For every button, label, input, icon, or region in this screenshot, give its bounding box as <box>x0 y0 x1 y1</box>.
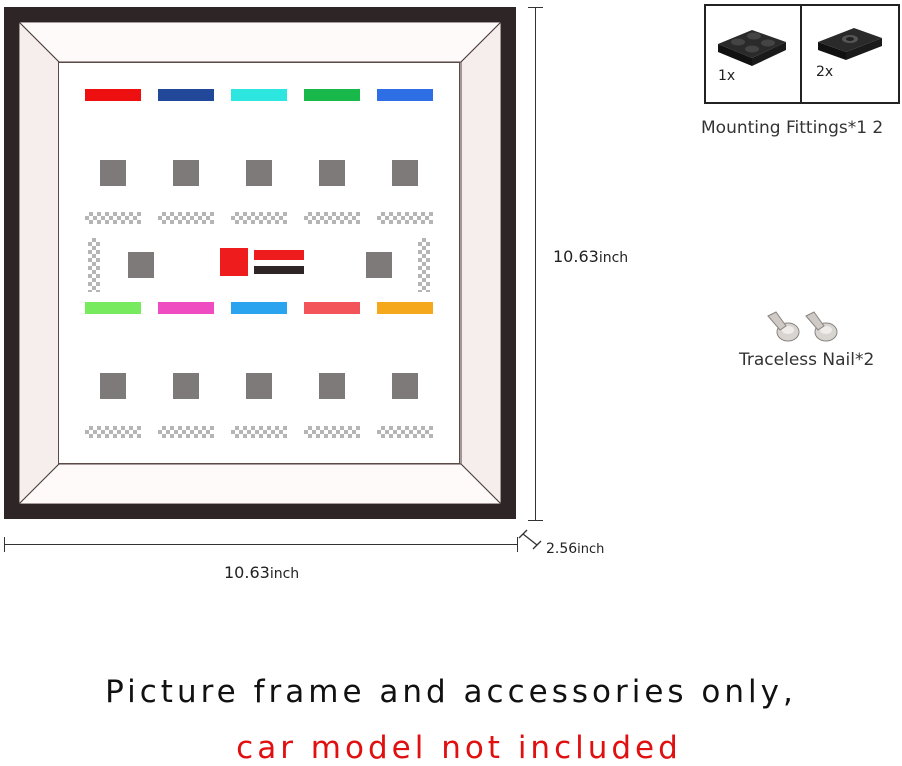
fittings-left-quantity: 1x <box>718 68 736 84</box>
checkered-strip <box>85 212 141 224</box>
display-panel <box>58 62 460 464</box>
checkered-strip <box>231 426 287 438</box>
checkered-strip-vertical <box>418 238 430 292</box>
caption-line-2: car model not included <box>236 730 682 766</box>
color-strip <box>231 89 287 101</box>
width-unit: inch <box>269 566 300 582</box>
height-dimension-line <box>535 7 536 521</box>
brick-2x2-icon <box>718 30 786 66</box>
jumper-plate-icon <box>818 28 882 60</box>
gray-stud <box>100 160 126 186</box>
color-strip <box>158 89 214 101</box>
height-dimension-tick-bottom <box>528 520 543 521</box>
caption-line-1: Picture frame and accessories only, <box>105 674 797 710</box>
gray-stud <box>366 252 392 278</box>
height-dimension-label: 10.63inch <box>553 247 628 266</box>
gray-stud <box>100 373 126 399</box>
checkered-strip <box>158 426 214 438</box>
color-strip <box>377 89 433 101</box>
color-strip <box>304 89 360 101</box>
color-strip <box>231 302 287 314</box>
checkered-strip <box>377 212 433 224</box>
width-value: 10.63 <box>224 563 270 582</box>
color-strip <box>85 89 141 101</box>
gray-stud <box>392 373 418 399</box>
height-unit: inch <box>598 250 629 266</box>
width-dimension-line <box>4 544 518 545</box>
gray-stud <box>173 373 199 399</box>
gray-stud <box>246 373 272 399</box>
height-dimension-tick-top <box>528 7 543 8</box>
depth-dimension-label: 2.56inch <box>546 538 604 557</box>
checkered-strip-vertical <box>88 238 100 292</box>
depth-dimension-marker <box>518 529 542 550</box>
gray-stud <box>128 252 154 278</box>
width-dimension-tick-left <box>4 537 5 552</box>
color-strip <box>85 302 141 314</box>
checkered-strip <box>85 426 141 438</box>
fittings-right-quantity: 2x <box>816 64 834 80</box>
traceless-nail-icon <box>767 311 800 342</box>
gray-stud <box>319 373 345 399</box>
mounting-fittings-divider <box>800 4 802 104</box>
checkered-strip <box>377 426 433 438</box>
traceless-nail-label: Traceless Nail*2 <box>739 350 875 370</box>
checkered-strip <box>158 212 214 224</box>
color-strip <box>158 302 214 314</box>
center-badge-red-block <box>220 248 248 276</box>
gray-stud <box>246 160 272 186</box>
height-value: 10.63 <box>553 247 599 266</box>
gray-stud <box>319 160 345 186</box>
center-badge-dark-stripe <box>254 266 304 274</box>
center-badge-red-stripe <box>254 250 304 260</box>
gray-stud <box>173 160 199 186</box>
width-dimension-label: 10.63inch <box>224 563 299 582</box>
mounting-fittings-label: Mounting Fittings*1 2 <box>701 118 884 138</box>
checkered-strip <box>231 212 287 224</box>
checkered-strip <box>304 212 360 224</box>
color-strip <box>377 302 433 314</box>
gray-stud <box>392 160 418 186</box>
color-strip <box>304 302 360 314</box>
depth-value: 2.56 <box>546 541 578 557</box>
width-dimension-tick-right <box>517 537 518 552</box>
depth-unit: inch <box>577 542 605 557</box>
checkered-strip <box>304 426 360 438</box>
traceless-nail-icon <box>805 311 838 342</box>
